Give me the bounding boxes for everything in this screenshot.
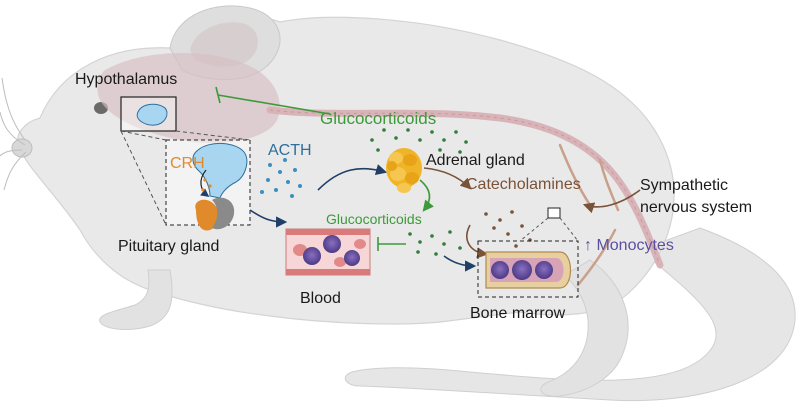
monocyte-cell — [344, 250, 360, 266]
hypothalamus-neuron — [192, 143, 248, 199]
mouse-whiskers — [0, 77, 27, 191]
bone-marrow-zoom-box — [477, 240, 579, 298]
bone-marrow-small-box — [547, 207, 561, 219]
marrow-monocyte — [535, 261, 553, 279]
mouse-front-leg — [99, 269, 173, 330]
arrow-sympathetic-to-marrow — [582, 189, 641, 214]
label-acth: ACTH — [268, 142, 312, 159]
arrow-catecholamines-to-marrow — [466, 224, 489, 259]
pituitary-posterior — [212, 197, 235, 230]
glucocorticoid-inhibit-blood — [377, 237, 406, 251]
glucocorticoid-dots-mid — [408, 230, 462, 256]
sympathetic-nerves — [558, 143, 620, 287]
mouse-nose — [11, 138, 33, 158]
hypothalamus-shape — [136, 103, 168, 126]
glucocorticoid-feedback-hypothalamus — [215, 86, 331, 115]
monocyte-cell — [303, 247, 321, 265]
adrenal-gland — [386, 148, 422, 193]
marrow-monocyte — [512, 260, 532, 280]
pituitary-anterior — [195, 199, 219, 231]
label-glucocorticoids-top: Glucocorticoids — [320, 109, 436, 128]
label-catecholamines: Catecholamines — [466, 176, 581, 193]
mouse-tail — [344, 227, 796, 402]
marrow-monocyte — [491, 261, 509, 279]
label-blood: Blood — [300, 290, 341, 307]
acth-dots — [260, 158, 302, 198]
label-glucocorticoids-mid: Glucocorticoids — [326, 211, 422, 227]
label-sympathetic-2: nervous system — [640, 199, 752, 216]
arrow-glucocorticoids-to-marrow — [443, 255, 477, 272]
crh-dots — [201, 178, 212, 192]
arrow-adrenal-to-catecholamines — [423, 167, 472, 190]
label-monocytes: ↑ Monocytes — [584, 237, 674, 254]
mouse-hind-leg — [540, 259, 629, 397]
monocyte-cell — [323, 235, 341, 253]
arrow-pituitary-to-blood — [249, 209, 288, 228]
label-hypothalamus: Hypothalamus — [75, 71, 177, 88]
label-adrenal-gland: Adrenal gland — [426, 152, 525, 169]
label-pituitary-gland: Pituitary gland — [118, 238, 219, 255]
glucocorticoid-dots-top — [370, 128, 468, 154]
label-sympathetic-1: Sympathetic — [640, 177, 728, 194]
bone-marrow-cross-section — [485, 251, 572, 289]
label-crh: CRH — [170, 155, 205, 172]
blood-vessel — [285, 228, 371, 276]
arrow-acth-to-adrenal — [317, 164, 388, 191]
arrow-adrenal-to-glucocorticoids — [419, 179, 434, 212]
label-bone-marrow: Bone marrow — [470, 305, 566, 322]
